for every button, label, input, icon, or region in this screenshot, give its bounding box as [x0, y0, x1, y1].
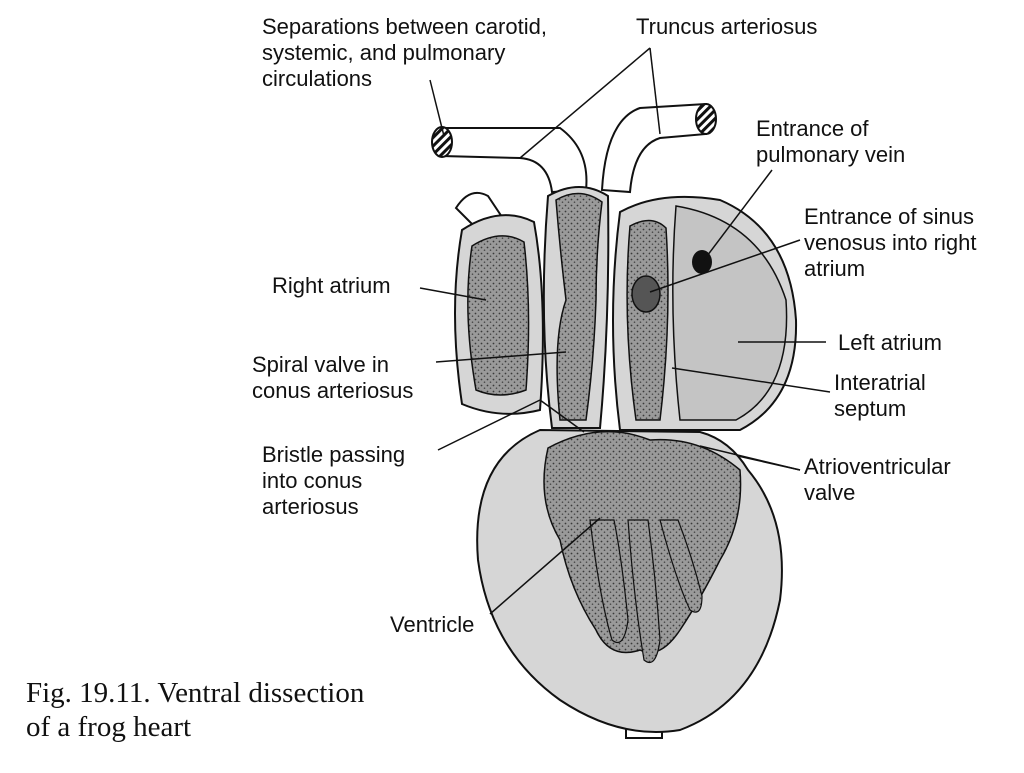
septum-cavity	[626, 219, 669, 421]
label-atrioventricular-valve: Atrioventricular valve	[804, 454, 951, 505]
label-right-atrium: Right atrium	[272, 273, 391, 298]
label-truncus-arteriosus: Truncus arteriosus	[636, 14, 818, 39]
sinus-venosus-opening	[631, 275, 661, 313]
leader-lines	[419, 47, 831, 615]
ventricle-lobe-3	[659, 519, 703, 613]
ventricle-lobe-1	[589, 519, 629, 644]
figure-caption: Fig. 19.11. Ventral dissection of a frog…	[26, 677, 365, 743]
label-interatrial-septum: Interatrial septum	[834, 370, 926, 421]
right-vessel-end	[695, 103, 717, 135]
label-spiral-valve: Spiral valve in conus arteriosus	[252, 352, 414, 403]
spiral-valve	[555, 192, 603, 421]
right-atrium-cavity	[467, 235, 530, 396]
label-ventricle: Ventricle	[390, 612, 475, 637]
label-entrance-pulmonary-vein: Entrance of pulmonary vein	[756, 116, 906, 167]
label-bristle: Bristle passing into conus arteriosus	[262, 442, 406, 519]
label-entrance-sinus-venosus: Entrance of sinus venosus into right atr…	[804, 204, 977, 281]
ventricle-lobe-2	[627, 519, 661, 664]
truncus-right-arm	[600, 102, 707, 194]
label-separations: Separations between carotid, systemic, a…	[262, 14, 547, 91]
left-vessel-end	[431, 126, 453, 158]
label-left-atrium: Left atrium	[838, 330, 942, 355]
truncus-left-arm	[441, 127, 588, 194]
